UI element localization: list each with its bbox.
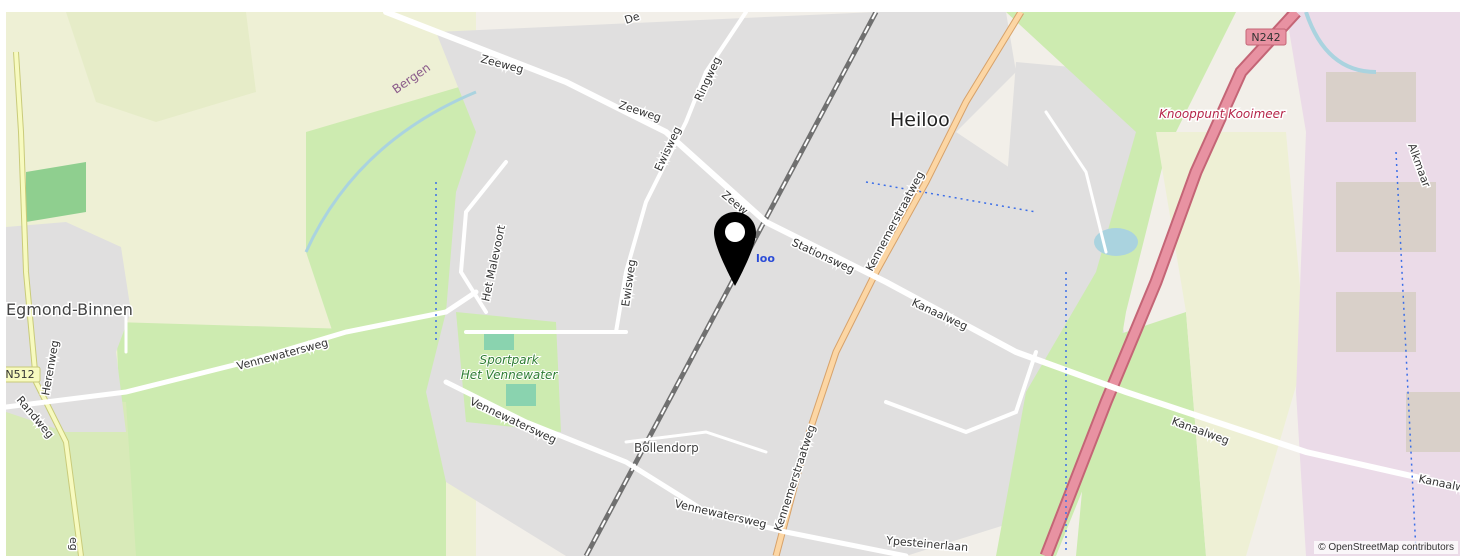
place-label-knooppunt: Knooppunt Kooimeer: [1159, 107, 1286, 121]
building-block: [1406, 392, 1460, 452]
motorway-road[interactable]: [1041, 12, 1300, 556]
map-pin-icon[interactable]: [712, 210, 758, 288]
road-label-partial: eg: [67, 537, 80, 551]
building-block: [1336, 292, 1416, 352]
station-label: loo: [756, 252, 775, 265]
place-label-bollendorp: Bollendorp: [634, 441, 699, 455]
primary-road[interactable]: [773, 12, 1024, 556]
road-local[interactable]: [1044, 110, 1108, 254]
road-malevoort[interactable]: [458, 160, 508, 314]
map-viewport[interactable]: N242 N512 Heiloo Egmond-Binnen Bollendor…: [6, 12, 1460, 556]
canal: [1304, 12, 1377, 74]
map-pin-shape: [714, 212, 756, 286]
road-local[interactable]: [624, 430, 768, 454]
meadow-area: [116, 322, 446, 556]
sports-pitch: [484, 330, 514, 350]
road-vennewatersweg-south[interactable]: [443, 379, 909, 556]
road-shield-n242-label: N242: [1251, 31, 1280, 44]
farmland-area: [1156, 132, 1306, 556]
footpath: [1395, 151, 1417, 553]
meadow-area: [306, 82, 476, 352]
sports-pitch: [506, 384, 536, 406]
park-label-sportpark-line1: Sportpark: [479, 353, 539, 367]
road-ringweg-ewisweg[interactable]: [614, 12, 748, 334]
canal: [304, 90, 477, 253]
road-vennewatersweg[interactable]: [6, 289, 479, 410]
road-local[interactable]: [884, 350, 1038, 435]
road-shield-n512-label: N512: [6, 368, 35, 381]
map-attribution[interactable]: © OpenStreetMap contributors: [1314, 541, 1458, 554]
meadow-area: [996, 12, 1236, 556]
park-area: [26, 162, 86, 222]
place-label-egmond-binnen: Egmond-Binnen: [6, 300, 133, 319]
road-label-de: De: [623, 12, 642, 27]
building-block: [1326, 72, 1416, 122]
meadow-area: [1076, 312, 1206, 556]
road-shield-n512: [6, 366, 41, 383]
building-block: [1336, 182, 1436, 252]
road-shield-n242: [1245, 28, 1287, 46]
residential-area: [426, 12, 1126, 556]
secondary-road[interactable]: [14, 51, 83, 556]
road-zeeweg-kanaalweg[interactable]: [383, 12, 1460, 490]
farmland-area: [66, 12, 256, 122]
map-tiles[interactable]: N242 N512 Heiloo Egmond-Binnen Bollendor…: [6, 12, 1460, 556]
place-label-heiloo: Heiloo: [890, 109, 950, 131]
park-label-sportpark-line2: Het Vennewater: [461, 368, 559, 382]
road-herenweg[interactable]: [84, 310, 128, 354]
